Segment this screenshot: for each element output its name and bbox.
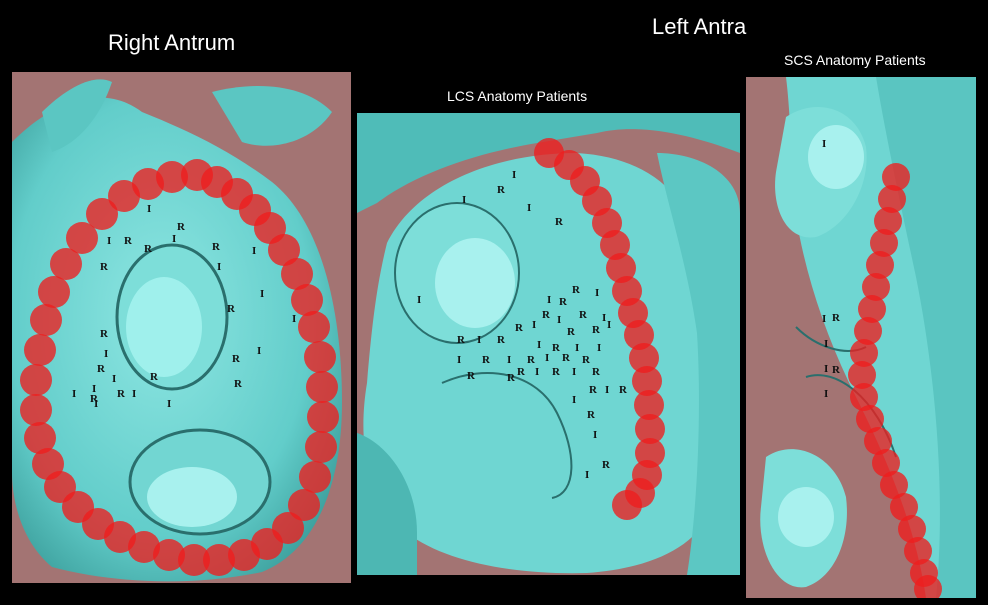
- svg-text:I: I: [597, 342, 601, 354]
- svg-text:R: R: [567, 326, 576, 338]
- svg-text:I: I: [94, 398, 98, 410]
- svg-text:I: I: [572, 366, 576, 378]
- scs-anatomy-title: SCS Anatomy Patients: [784, 52, 926, 68]
- svg-text:R: R: [602, 459, 611, 471]
- right-antrum-render: IRI IRR RIR IIR IRI RIR IIR RRI RII I: [12, 72, 351, 583]
- svg-text:R: R: [579, 309, 588, 321]
- svg-text:R: R: [559, 296, 568, 308]
- svg-text:R: R: [124, 235, 133, 247]
- svg-text:R: R: [592, 324, 601, 336]
- svg-text:R: R: [589, 384, 598, 396]
- svg-text:I: I: [527, 202, 531, 214]
- svg-text:I: I: [575, 342, 579, 354]
- svg-text:R: R: [177, 221, 186, 233]
- svg-text:I: I: [595, 287, 599, 299]
- svg-text:R: R: [100, 261, 109, 273]
- svg-text:I: I: [417, 294, 421, 306]
- svg-text:I: I: [602, 312, 606, 324]
- svg-text:R: R: [619, 384, 628, 396]
- svg-text:R: R: [150, 371, 159, 383]
- svg-text:I: I: [172, 233, 176, 245]
- svg-text:I: I: [822, 313, 826, 325]
- svg-text:I: I: [112, 373, 116, 385]
- svg-text:I: I: [572, 394, 576, 406]
- svg-text:R: R: [552, 366, 561, 378]
- right-antrum-title: Right Antrum: [108, 30, 235, 56]
- svg-text:R: R: [832, 312, 841, 324]
- svg-text:I: I: [107, 235, 111, 247]
- svg-text:I: I: [167, 398, 171, 410]
- svg-text:R: R: [587, 409, 596, 421]
- svg-text:I: I: [217, 261, 221, 273]
- svg-text:R: R: [97, 363, 106, 375]
- svg-text:I: I: [132, 388, 136, 400]
- svg-text:I: I: [477, 334, 481, 346]
- svg-text:I: I: [257, 345, 261, 357]
- svg-text:I: I: [260, 288, 264, 300]
- left-antra-title: Left Antra: [652, 14, 746, 40]
- svg-text:R: R: [100, 328, 109, 340]
- svg-text:R: R: [555, 216, 564, 228]
- svg-text:I: I: [605, 384, 609, 396]
- svg-text:R: R: [234, 378, 243, 390]
- svg-text:I: I: [593, 429, 597, 441]
- svg-text:R: R: [467, 370, 476, 382]
- right-antrum-panel: IRI IRR RIR IIR IRI RIR IIR RRI RII I: [12, 72, 351, 583]
- lcs-anatomy-render: IRI IRI IRR IRI RII RRR IRI RIR IIR IRR …: [357, 113, 740, 575]
- svg-text:I: I: [535, 366, 539, 378]
- svg-text:I: I: [72, 388, 76, 400]
- svg-text:R: R: [582, 354, 591, 366]
- scs-anatomy-render: IIR IIR I: [746, 77, 976, 598]
- svg-text:I: I: [607, 319, 611, 331]
- svg-text:I: I: [507, 354, 511, 366]
- lcs-anatomy-title: LCS Anatomy Patients: [447, 88, 587, 104]
- svg-text:R: R: [117, 388, 126, 400]
- svg-text:I: I: [532, 319, 536, 331]
- svg-text:R: R: [515, 322, 524, 334]
- svg-text:I: I: [512, 169, 516, 181]
- svg-text:I: I: [545, 352, 549, 364]
- svg-text:I: I: [585, 469, 589, 481]
- svg-text:R: R: [562, 352, 571, 364]
- svg-text:R: R: [482, 354, 491, 366]
- svg-text:I: I: [457, 354, 461, 366]
- svg-text:R: R: [457, 334, 466, 346]
- svg-text:I: I: [824, 338, 828, 350]
- svg-text:I: I: [547, 294, 551, 306]
- svg-text:R: R: [517, 366, 526, 378]
- svg-text:R: R: [232, 353, 241, 365]
- svg-text:R: R: [542, 309, 551, 321]
- svg-text:R: R: [572, 284, 581, 296]
- svg-text:R: R: [227, 303, 236, 315]
- scs-anatomy-panel: IIR IIR I: [746, 77, 976, 598]
- svg-text:R: R: [497, 334, 506, 346]
- svg-text:I: I: [824, 363, 828, 375]
- svg-text:R: R: [497, 184, 506, 196]
- svg-text:I: I: [252, 245, 256, 257]
- svg-text:I: I: [104, 348, 108, 360]
- svg-text:I: I: [462, 194, 466, 206]
- lcs-anatomy-panel: IRI IRI IRR IRI RII RRR IRI RIR IIR IRR …: [357, 113, 740, 575]
- svg-text:R: R: [144, 243, 153, 255]
- svg-text:R: R: [592, 366, 601, 378]
- svg-text:I: I: [292, 313, 296, 325]
- svg-text:R: R: [552, 342, 561, 354]
- svg-text:I: I: [537, 339, 541, 351]
- svg-text:I: I: [822, 138, 826, 150]
- svg-text:R: R: [527, 354, 536, 366]
- svg-text:R: R: [507, 372, 516, 384]
- svg-text:I: I: [557, 314, 561, 326]
- svg-text:R: R: [212, 241, 221, 253]
- svg-text:I: I: [824, 388, 828, 400]
- svg-text:I: I: [147, 203, 151, 215]
- svg-text:R: R: [832, 364, 841, 376]
